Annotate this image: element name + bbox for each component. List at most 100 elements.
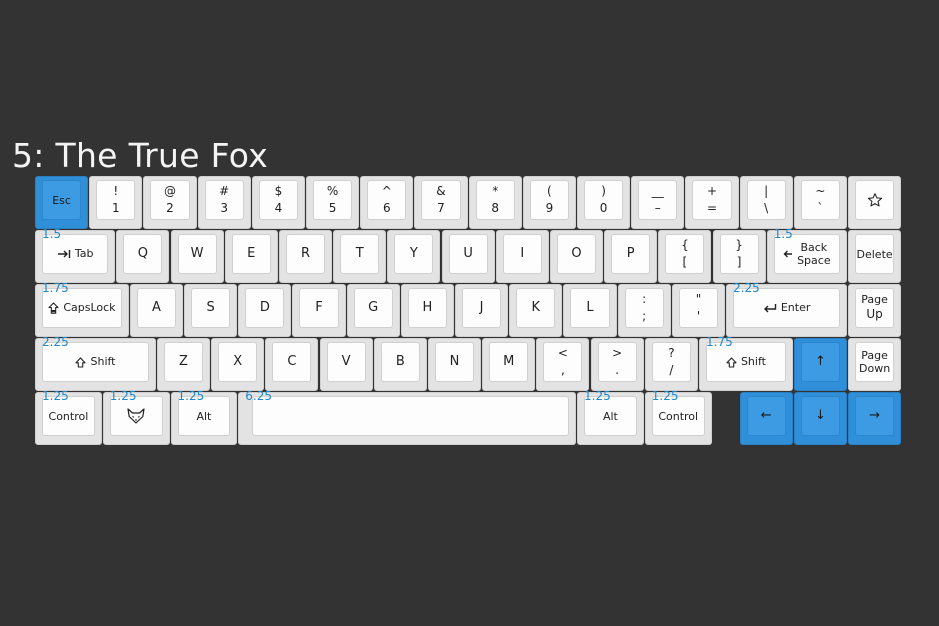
key-b-cap: B <box>380 342 420 382</box>
key-u[interactable]: U <box>441 230 495 283</box>
key-f[interactable]: F <box>292 284 346 337</box>
key-delete[interactable]: Delete <box>848 230 902 283</box>
key-v[interactable]: V <box>319 338 373 391</box>
key-c[interactable]: C <box>265 338 319 391</box>
key-w[interactable]: W <box>170 230 224 283</box>
key-7[interactable]: &7 <box>414 176 468 229</box>
key-width-label: 6.25 <box>245 389 273 403</box>
key-lbracket[interactable]: {[ <box>658 230 712 283</box>
key-right[interactable]: → <box>848 392 902 445</box>
key-minus-legend: – <box>654 201 661 215</box>
key-6[interactable]: ^6 <box>360 176 414 229</box>
key-esc[interactable]: Esc <box>35 176 89 229</box>
key-down[interactable]: ↓ <box>793 392 847 445</box>
key-t[interactable]: T <box>333 230 387 283</box>
key-up[interactable]: ↑ <box>793 338 847 391</box>
key-s[interactable]: S <box>184 284 238 337</box>
key-backslash[interactable]: |\ <box>739 176 793 229</box>
key-h[interactable]: H <box>400 284 454 337</box>
key-s-cap: S <box>191 288 231 328</box>
key-o-legend: O <box>571 246 582 261</box>
key-p[interactable]: P <box>604 230 658 283</box>
key-q[interactable]: Q <box>116 230 170 283</box>
key-k-cap: K <box>516 288 556 328</box>
key-b[interactable]: B <box>373 338 427 391</box>
key-tab-label: Tab <box>74 247 94 260</box>
key-period[interactable]: >. <box>590 338 644 391</box>
key-m[interactable]: M <box>482 338 536 391</box>
key-u-cap: U <box>448 234 488 274</box>
key-i[interactable]: I <box>495 230 549 283</box>
key-delete-legend: Delete <box>856 247 893 261</box>
key-minus[interactable]: __– <box>631 176 685 229</box>
key-3[interactable]: #3 <box>197 176 251 229</box>
key-5-legend: 5 <box>328 201 337 215</box>
key-rshift-label: Shift <box>740 355 766 368</box>
key-star[interactable] <box>848 176 902 229</box>
key-grave-legend: ` <box>817 201 824 215</box>
key-8[interactable]: *8 <box>468 176 522 229</box>
key-k[interactable]: K <box>509 284 563 337</box>
key-x[interactable]: X <box>211 338 265 391</box>
key-t-cap: T <box>340 234 380 274</box>
key-esc-legend: Esc <box>52 193 71 207</box>
key-comma[interactable]: <, <box>536 338 590 391</box>
key-a[interactable]: A <box>129 284 184 337</box>
key-grave[interactable]: ~` <box>793 176 847 229</box>
key-rbracket[interactable]: }] <box>712 230 766 283</box>
key-down-legend: ↓ <box>814 408 826 423</box>
key-width-label: 1.25 <box>177 389 205 403</box>
key-l[interactable]: L <box>563 284 617 337</box>
key-quote[interactable]: "' <box>671 284 726 337</box>
key-o[interactable]: O <box>549 230 604 283</box>
key-e[interactable]: E <box>224 230 278 283</box>
key-d[interactable]: D <box>238 284 292 337</box>
key-up-legend: ↑ <box>814 354 826 369</box>
key-2-cap: @2 <box>150 180 190 220</box>
key-9[interactable]: (9 <box>522 176 576 229</box>
key-c-cap: C <box>272 342 312 382</box>
key-space[interactable]: 6.25 <box>238 389 577 445</box>
key-semicolon[interactable]: :; <box>617 284 671 337</box>
key-v-legend: V <box>341 354 351 369</box>
key-9-legend: ( <box>547 184 552 198</box>
key-5[interactable]: %5 <box>306 176 360 229</box>
key-g[interactable]: G <box>346 284 400 337</box>
key-y[interactable]: Y <box>387 230 441 283</box>
key-j[interactable]: J <box>455 284 509 337</box>
key-n[interactable]: N <box>427 338 482 391</box>
key-lbracket-legend: { <box>681 238 689 252</box>
key-right-legend: → <box>869 408 881 423</box>
key-t-legend: T <box>355 246 364 261</box>
key-r[interactable]: R <box>278 230 333 283</box>
key-2[interactable]: @2 <box>143 176 197 229</box>
key-comma-legend: , <box>560 363 565 377</box>
key-semicolon-legend: : <box>642 292 647 306</box>
key-z-cap: Z <box>163 342 204 382</box>
key-0[interactable]: )0 <box>577 176 631 229</box>
key-4[interactable]: $4 <box>251 176 305 229</box>
key-1[interactable]: !1 <box>89 176 143 229</box>
key-z-legend: Z <box>179 354 188 369</box>
key-equal[interactable]: += <box>685 176 739 229</box>
key-z[interactable]: Z <box>156 338 211 391</box>
key-slash[interactable]: ?/ <box>644 338 698 391</box>
key-width-label: 1.75 <box>42 281 69 295</box>
key-fox[interactable]: 1.25 <box>102 390 170 445</box>
key-left[interactable]: ← <box>739 392 793 445</box>
key-0-legend: ) <box>601 184 606 198</box>
key-w-cap: W <box>177 234 217 274</box>
key-equal-legend: = <box>706 201 718 215</box>
